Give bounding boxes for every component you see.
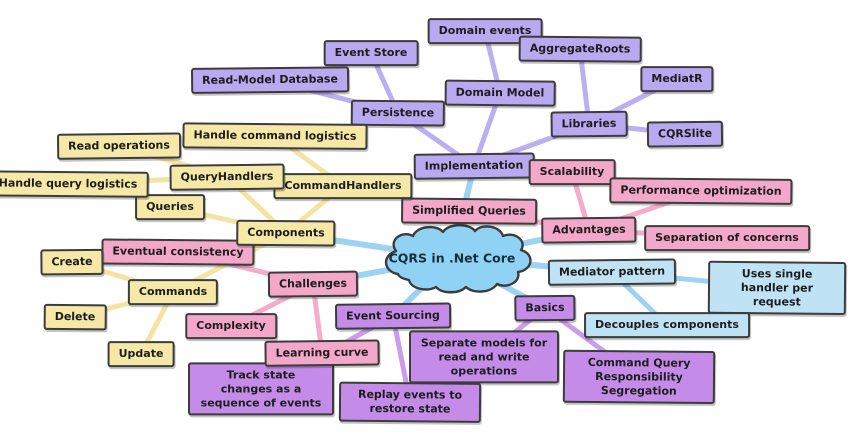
- node-read-operations[interactable]: Read operations: [56, 132, 182, 160]
- node-create[interactable]: Create: [40, 248, 104, 276]
- node-queries[interactable]: Queries: [135, 194, 205, 220]
- node-aggregate-roots[interactable]: AggregateRoots: [518, 35, 642, 63]
- node-simplified-queries[interactable]: Simplified Queries: [401, 197, 537, 225]
- node-challenges[interactable]: Challenges: [267, 270, 359, 298]
- node-replay-events[interactable]: Replay events to restore state: [338, 381, 482, 423]
- node-delete[interactable]: Delete: [43, 303, 107, 331]
- node-event-store[interactable]: Event Store: [323, 40, 419, 66]
- node-performance-optimization[interactable]: Performance optimization: [609, 177, 793, 205]
- node-basics[interactable]: Basics: [514, 294, 576, 322]
- node-eventual-consistency[interactable]: Eventual consistency: [101, 238, 255, 266]
- node-persistence[interactable]: Persistence: [350, 99, 446, 127]
- node-handle-command-logistics[interactable]: Handle command logistics: [182, 122, 368, 150]
- node-advantages[interactable]: Advantages: [541, 216, 637, 244]
- node-query-handlers[interactable]: QueryHandlers: [169, 163, 285, 191]
- node-cqrs-segregation[interactable]: Command Query Responsibility Segregation: [562, 349, 716, 405]
- node-commands[interactable]: Commands: [127, 279, 219, 305]
- node-read-model-database[interactable]: Read-Model Database: [190, 66, 350, 94]
- node-mediatr[interactable]: MediatR: [640, 66, 714, 92]
- node-decouples-components[interactable]: Decouples components: [584, 312, 750, 338]
- node-handle-query-logistics[interactable]: Handle query logistics: [0, 170, 149, 198]
- node-domain-events[interactable]: Domain events: [427, 18, 543, 44]
- node-learning-curve[interactable]: Learning curve: [264, 339, 380, 367]
- node-scalability[interactable]: Scalability: [528, 159, 616, 185]
- node-mediator-pattern[interactable]: Mediator pattern: [547, 258, 677, 286]
- central-topic-label[interactable]: CQRS in .Net Core: [388, 250, 516, 266]
- node-complexity[interactable]: Complexity: [185, 313, 277, 339]
- node-update[interactable]: Update: [107, 341, 175, 367]
- node-components[interactable]: Components: [236, 219, 336, 247]
- node-cqrslite[interactable]: CQRSlite: [646, 120, 724, 148]
- node-domain-model[interactable]: Domain Model: [444, 79, 556, 107]
- node-event-sourcing[interactable]: Event Sourcing: [334, 302, 452, 330]
- node-track-state[interactable]: Track state changes as a sequence of eve…: [188, 362, 334, 416]
- node-uses-single-handler[interactable]: Uses single handler per request: [707, 260, 847, 316]
- node-separation-of-concerns[interactable]: Separation of concerns: [644, 225, 810, 251]
- node-libraries[interactable]: Libraries: [550, 110, 628, 138]
- node-command-handlers[interactable]: CommandHandlers: [273, 173, 413, 199]
- central-topic-cloud[interactable]: [384, 223, 532, 294]
- node-separate-models[interactable]: Separate models for read and write opera…: [409, 330, 559, 384]
- node-implementation[interactable]: Implementation: [413, 152, 535, 180]
